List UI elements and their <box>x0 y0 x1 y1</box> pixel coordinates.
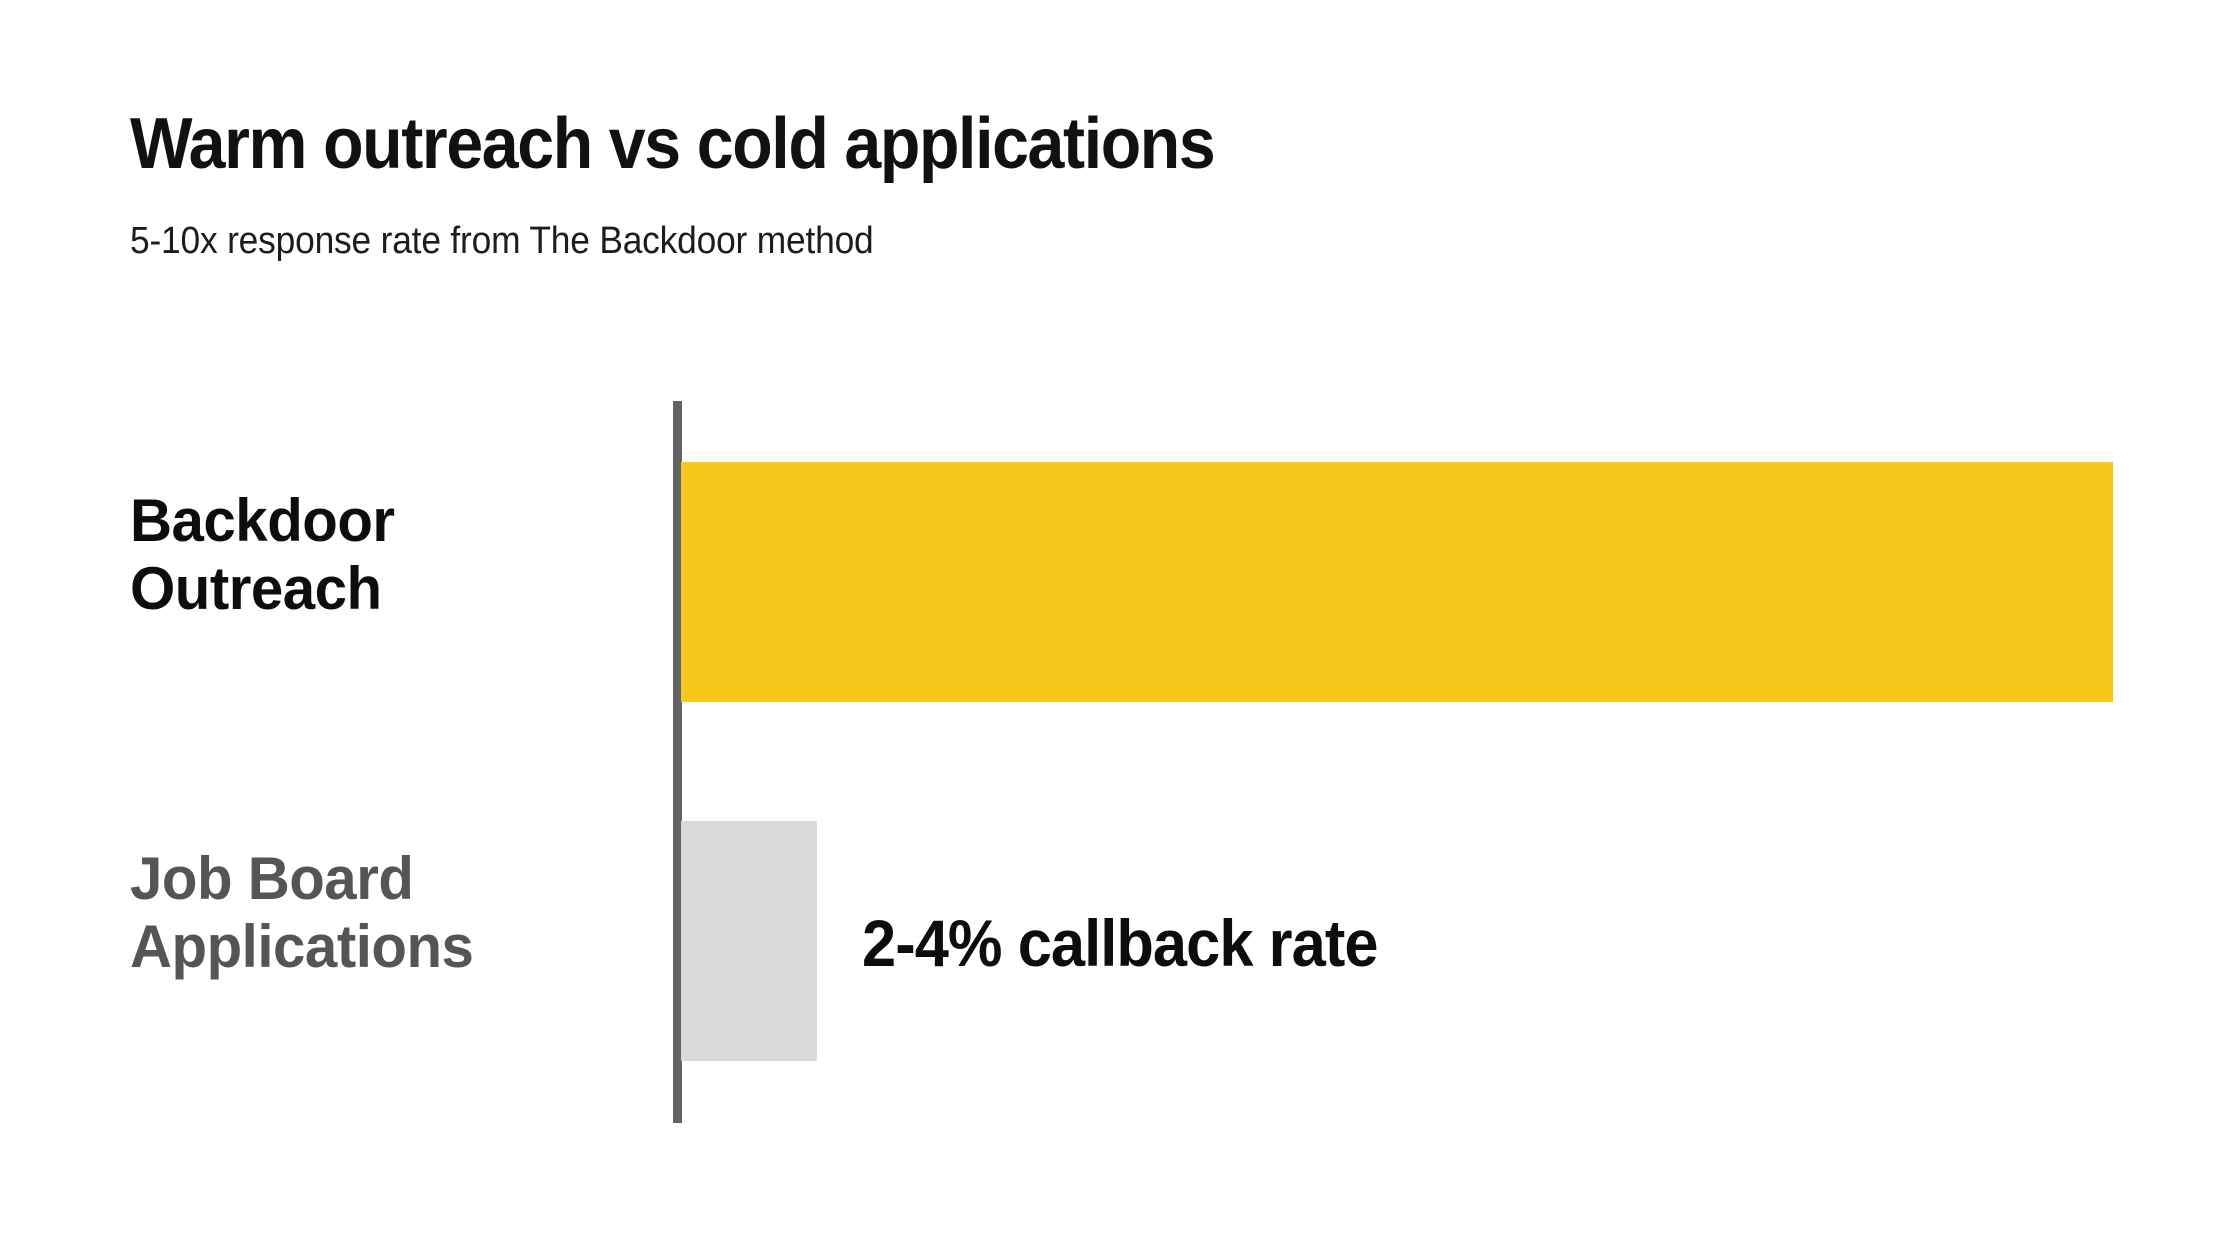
chart-subtitle: 5-10x response rate from The Backdoor me… <box>130 220 874 262</box>
y-axis-line <box>673 401 682 1123</box>
bar-value-job-board-applications: 2-4% callback rate <box>862 906 1378 980</box>
category-label-job-board-applications: Job Board Applications <box>130 845 474 980</box>
page-title: Warm outreach vs cold applications <box>130 104 1216 184</box>
category-label-backdoor-outreach: Backdoor Outreach <box>130 487 395 622</box>
bar-job-board-applications <box>681 821 817 1061</box>
bar-backdoor-outreach <box>681 462 2113 702</box>
